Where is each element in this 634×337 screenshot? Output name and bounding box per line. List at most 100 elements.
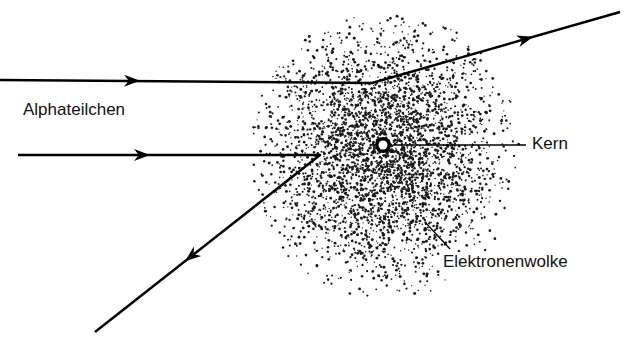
cloud-dot bbox=[378, 127, 380, 129]
cloud-dot bbox=[379, 264, 381, 266]
cloud-dot bbox=[485, 111, 488, 114]
cloud-dot bbox=[413, 195, 415, 197]
cloud-dot bbox=[486, 168, 489, 171]
cloud-dot bbox=[285, 217, 287, 219]
cloud-dot bbox=[311, 124, 312, 125]
cloud-dot bbox=[396, 57, 398, 59]
cloud-dot bbox=[312, 118, 314, 120]
cloud-dot bbox=[306, 175, 308, 177]
cloud-dot bbox=[443, 91, 446, 94]
cloud-dot bbox=[434, 108, 437, 111]
cloud-dot bbox=[352, 95, 354, 97]
cloud-dot bbox=[392, 207, 393, 208]
cloud-dot bbox=[443, 186, 446, 189]
cloud-dot bbox=[333, 174, 336, 177]
cloud-dot bbox=[303, 236, 306, 239]
cloud-dot bbox=[493, 132, 496, 135]
cloud-dot bbox=[399, 105, 401, 107]
cloud-dot bbox=[443, 193, 444, 194]
cloud-dot bbox=[354, 257, 356, 259]
cloud-dot bbox=[307, 231, 309, 233]
cloud-dot bbox=[322, 127, 324, 129]
cloud-dot bbox=[340, 42, 342, 44]
cloud-dot bbox=[288, 120, 291, 123]
cloud-dot bbox=[347, 194, 350, 197]
cloud-dot bbox=[279, 171, 282, 174]
cloud-dot bbox=[383, 177, 386, 180]
cloud-dot bbox=[382, 96, 385, 99]
cloud-dot bbox=[318, 185, 321, 188]
cloud-dot bbox=[283, 171, 286, 174]
cloud-dot bbox=[357, 136, 359, 138]
cloud-dot bbox=[290, 235, 292, 237]
cloud-dot bbox=[362, 160, 364, 162]
cloud-dot bbox=[301, 149, 304, 152]
cloud-dot bbox=[375, 120, 378, 123]
cloud-dot bbox=[354, 141, 357, 144]
cloud-dot bbox=[315, 105, 318, 108]
cloud-dot bbox=[294, 167, 296, 169]
cloud-dot bbox=[333, 127, 336, 130]
cloud-dot bbox=[502, 100, 504, 102]
cloud-dot bbox=[291, 197, 293, 199]
cloud-dot bbox=[403, 175, 405, 177]
cloud-dot bbox=[320, 151, 322, 153]
cloud-dot bbox=[336, 213, 339, 216]
cloud-dot bbox=[469, 133, 471, 135]
cloud-dot bbox=[381, 158, 383, 160]
cloud-dot bbox=[475, 88, 477, 90]
cloud-dot bbox=[429, 75, 431, 77]
cloud-dot bbox=[451, 146, 453, 148]
cloud-dot bbox=[301, 77, 303, 79]
cloud-dot bbox=[438, 81, 439, 82]
cloud-dot bbox=[407, 147, 409, 149]
cloud-dot bbox=[379, 124, 381, 126]
cloud-dot bbox=[377, 202, 380, 205]
cloud-dot bbox=[460, 109, 461, 110]
cloud-dot bbox=[370, 87, 373, 90]
cloud-dot bbox=[416, 207, 418, 209]
cloud-dot bbox=[474, 126, 477, 129]
cloud-dot bbox=[375, 124, 377, 126]
cloud-dot bbox=[383, 202, 384, 203]
cloud-dot bbox=[279, 66, 280, 67]
cloud-dot bbox=[366, 216, 368, 218]
cloud-dot bbox=[432, 78, 434, 80]
cloud-dot bbox=[409, 239, 411, 241]
cloud-dot bbox=[287, 66, 289, 68]
cloud-dot bbox=[286, 145, 289, 148]
cloud-dot bbox=[268, 162, 271, 165]
cloud-dot bbox=[368, 102, 370, 104]
cloud-dot bbox=[368, 116, 371, 119]
cloud-dot bbox=[331, 139, 333, 141]
cloud-dot bbox=[299, 162, 301, 164]
cloud-dot bbox=[468, 46, 470, 48]
cloud-dot bbox=[303, 176, 305, 178]
cloud-dot bbox=[440, 193, 442, 195]
cloud-dot bbox=[416, 207, 417, 208]
cloud-dot bbox=[432, 225, 435, 228]
cloud-dot bbox=[442, 137, 445, 140]
cloud-dot bbox=[417, 103, 418, 104]
cloud-dot bbox=[416, 100, 419, 103]
cloud-dot bbox=[489, 229, 492, 232]
cloud-dot bbox=[342, 196, 344, 198]
cloud-dot bbox=[491, 173, 494, 176]
cloud-dot bbox=[384, 200, 386, 202]
cloud-dot bbox=[473, 64, 475, 66]
cloud-dot bbox=[402, 112, 405, 115]
cloud-dot bbox=[396, 290, 397, 291]
cloud-dot bbox=[307, 106, 310, 109]
cloud-dot bbox=[396, 71, 398, 73]
cloud-dot bbox=[375, 257, 378, 260]
cloud-dot bbox=[338, 252, 341, 255]
cloud-dot bbox=[312, 190, 315, 193]
cloud-dot bbox=[309, 112, 311, 114]
cloud-dot bbox=[402, 104, 404, 106]
cloud-dot bbox=[319, 175, 321, 177]
cloud-dot bbox=[313, 127, 316, 130]
cloud-dot bbox=[429, 210, 430, 211]
cloud-dot bbox=[481, 119, 483, 121]
cloud-dot bbox=[360, 136, 362, 138]
cloud-dot bbox=[329, 79, 331, 81]
